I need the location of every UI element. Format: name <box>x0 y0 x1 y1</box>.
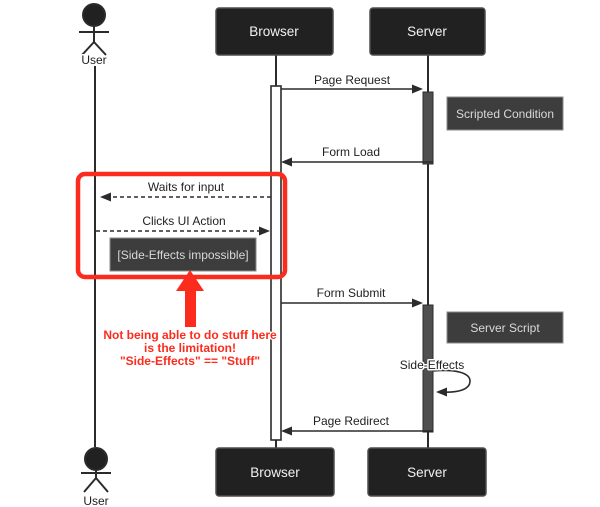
annotation-text-line-1: Not being able to do stuff here <box>103 328 277 342</box>
annotation-text-line-2: is the limitation! <box>144 341 236 355</box>
arrowhead-left-icon <box>100 192 111 202</box>
message-side-effects-self-loop: Side-Effects <box>398 357 471 397</box>
note-box <box>109 237 257 272</box>
actor-head-icon <box>82 3 106 27</box>
actor-user-top-label: User <box>81 53 106 67</box>
actor-user-top: User <box>79 3 109 69</box>
annotation-rectangle <box>75 171 288 280</box>
note-scripted-condition-label: Scripted Condition <box>456 107 554 121</box>
actor-user-bottom: User <box>81 447 111 507</box>
actor-leg-left <box>83 477 97 493</box>
message-clicks-ui-action-label: Clicks UI Action <box>142 214 225 228</box>
actor-head-icon <box>84 447 108 471</box>
note-box <box>446 96 564 131</box>
message-page-redirect-label: Page Redirect <box>313 414 390 428</box>
note-side-effects-impossible-label: [Side-Effects impossible] <box>117 248 248 262</box>
annotation-text-line-3: "Side-Effects" == "Stuff" <box>120 354 260 368</box>
arrowhead-right-icon <box>412 298 423 308</box>
arrowhead-left-icon <box>281 157 292 167</box>
actor-leg-left <box>81 41 95 56</box>
participant-box <box>215 447 335 497</box>
message-form-submit-label: Form Submit <box>317 286 386 300</box>
note-box <box>446 311 564 344</box>
note-side-effects-impossible: [Side-Effects impossible] <box>109 237 257 272</box>
participant-server-bottom-label: Server <box>407 465 447 480</box>
note-scripted-condition: Scripted Condition <box>446 96 564 131</box>
activation-bar-server-1 <box>422 91 434 165</box>
message-side-effects-label: Side-Effects <box>400 358 464 372</box>
participant-browser-top: Browser <box>215 7 334 56</box>
participant-browser-bottom: Browser <box>215 447 335 497</box>
self-loop-line <box>432 369 471 393</box>
participant-server-top-label: Server <box>407 24 447 39</box>
activation-bar-browser <box>270 85 282 441</box>
message-form-load-label: Form Load <box>322 145 380 159</box>
note-server-script: Server Script <box>446 311 564 344</box>
arrowhead-right-icon <box>412 84 423 94</box>
participant-browser-top-label: Browser <box>249 24 299 39</box>
message-clicks-ui-action: Clicks UI Action <box>96 213 270 236</box>
message-waits-for-input: Waits for input <box>100 179 271 202</box>
arrowhead-left-icon <box>281 426 292 436</box>
participant-box <box>369 7 486 56</box>
participant-box <box>215 7 334 56</box>
message-form-submit: Form Submit <box>281 285 423 308</box>
arrowhead-left-icon <box>436 387 447 397</box>
actor-leg-right <box>95 477 109 493</box>
message-page-redirect: Page Redirect <box>281 413 433 436</box>
message-page-request-label: Page Request <box>314 73 391 87</box>
arrowhead-right-icon <box>259 226 270 236</box>
message-waits-for-input-label: Waits for input <box>148 180 225 194</box>
actor-leg-right <box>93 41 107 56</box>
message-page-request: Page Request <box>281 72 423 94</box>
participant-browser-bottom-label: Browser <box>250 465 300 480</box>
annotation-highlight: Not being able to do stuff here is the l… <box>75 171 288 369</box>
participant-server-bottom: Server <box>367 447 487 497</box>
actor-user-bottom-label: User <box>83 494 108 507</box>
note-server-script-label: Server Script <box>470 321 540 335</box>
activation-bar-server-2 <box>422 304 434 433</box>
participant-server-top: Server <box>369 7 486 56</box>
annotation-up-arrow-icon <box>176 270 204 327</box>
participant-box <box>367 447 487 497</box>
message-form-load: Form Load <box>281 144 433 167</box>
